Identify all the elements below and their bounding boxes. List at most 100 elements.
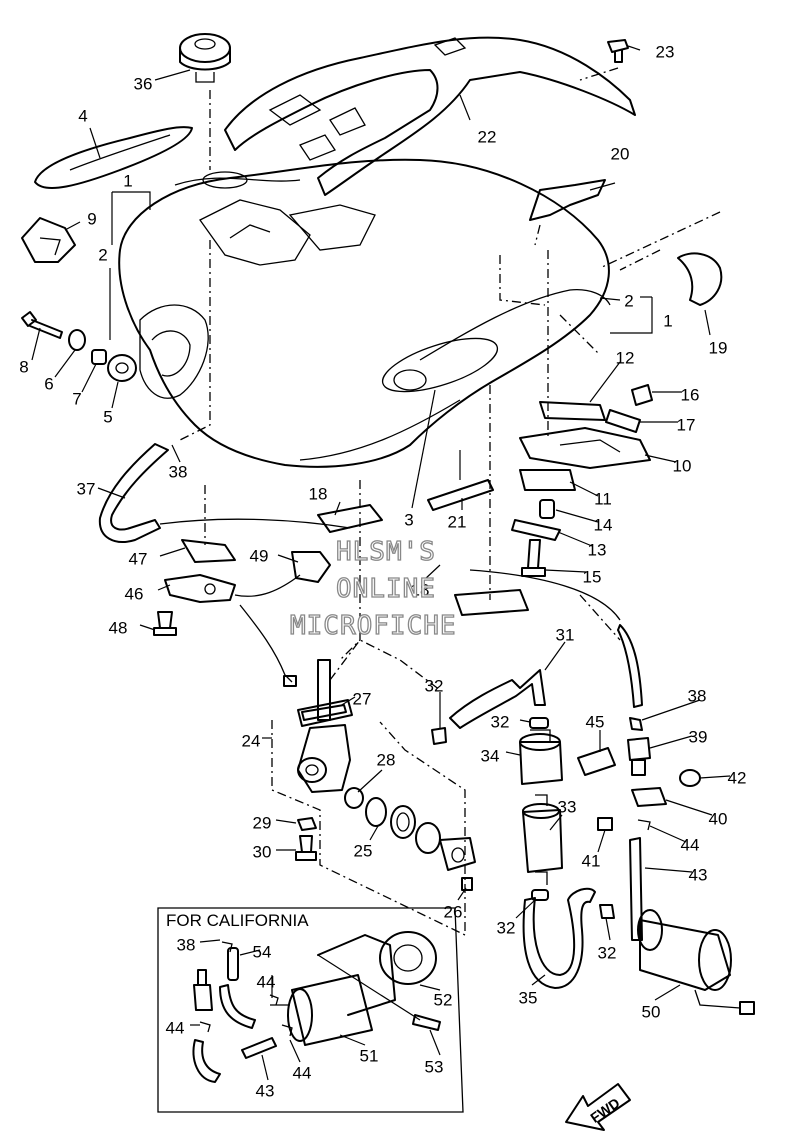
callout-34: 34 [481,746,500,765]
hose-vacuum [469,569,643,708]
bolt-15 [521,539,546,577]
callout-17: 17 [677,415,696,434]
callout-31: 31 [556,625,575,644]
hose-54 [227,947,239,981]
callout-18: 18 [411,580,430,599]
callout-24: 24 [242,731,261,750]
clip-44 [637,819,651,831]
callout-16: 16 [681,385,700,404]
bracket-10 [519,427,651,469]
callout-6: 6 [44,374,53,393]
o-ring-25 [365,797,387,827]
plate-13 [511,519,561,541]
watermark-line-1: HLSM'S [336,537,436,567]
callout-44: 44 [681,835,700,854]
callout-44: 44 [257,972,276,991]
fuel-hose-35 [522,887,596,989]
callout-29: 29 [253,813,272,832]
clamp-32d [599,904,615,919]
cover-plate [439,837,476,871]
tank-emblem-4 [34,126,193,189]
fuel-sensor-49 [234,551,331,687]
bracket-12 [539,401,606,421]
clamp-32a [431,727,447,745]
clamp-32b [529,717,549,729]
callout-42: 42 [728,768,747,787]
callout-30: 30 [253,842,272,861]
fuel-pump-34 [519,729,563,785]
callout-14: 14 [594,515,613,534]
grommet-42 [679,769,701,787]
lever-ring [390,805,416,839]
screw-26 [461,877,473,891]
callout-44: 44 [166,1018,185,1037]
callout-27: 27 [353,689,372,708]
callout-7: 7 [72,389,81,408]
bolt-8 [21,311,63,339]
callout-50: 50 [642,1002,661,1021]
callout-15: 15 [583,567,602,586]
callout-12: 12 [616,348,635,367]
callout-36: 36 [134,74,153,93]
hose-43 [629,837,643,941]
callout-23: 23 [656,42,675,61]
washer-6 [68,329,86,351]
cal-fitting [193,969,213,1011]
callout-10: 10 [673,456,692,475]
fuel-hose-31 [449,669,546,729]
callout-44: 44 [293,1063,312,1082]
callout-25: 25 [354,841,373,860]
breather-hose-37 [98,443,351,543]
callout-32: 32 [598,943,617,962]
bolt-53 [412,1014,441,1031]
callout-40: 40 [709,809,728,828]
callout-4: 4 [78,106,87,125]
callout-26: 26 [444,902,463,921]
spring-washer [415,822,441,854]
callout-5: 5 [103,407,112,426]
fuel-tank-1 [118,158,611,468]
callout-22: 22 [478,127,497,146]
callout-21: 21 [448,512,467,531]
watermark: HLSM'S ONLINE MICROFICHE [289,536,457,641]
washer-29 [297,817,317,831]
callout-38: 38 [169,462,188,481]
cal-hose-left [192,984,256,1083]
gasket-28 [344,787,364,809]
collar-14 [539,499,555,519]
fuel-petcock-24 [297,659,353,793]
callout-38: 38 [688,686,707,705]
side-cover-9 [21,217,76,263]
damper-5 [107,354,137,382]
bracket-47 [181,539,236,563]
pad-18 [317,504,529,616]
callout-47: 47 [129,549,148,568]
plate-17 [605,409,641,433]
callout-49: 49 [250,546,269,565]
callout-46: 46 [125,584,144,603]
callout-53: 53 [425,1057,444,1076]
california-caption: FOR CALIFORNIA [166,911,309,930]
fwd-label: FWD [587,1094,622,1125]
fitting-39 [627,737,651,776]
bolt-48 [153,611,177,636]
bolt-30 [295,835,317,861]
callout-37: 37 [77,479,96,498]
callout-45: 45 [586,712,605,731]
callout-32: 32 [425,676,444,695]
screw-41 [597,817,613,831]
side-cover-19 [677,252,723,306]
callout-2: 2 [98,245,107,264]
watermark-line-3: MICROFICHE [290,611,457,641]
emblem-strip-21 [427,479,494,511]
california-box [157,907,464,1113]
callout-1: 1 [663,311,672,330]
callout-33: 33 [558,797,577,816]
callout-1: 1 [123,171,132,190]
callout-28: 28 [377,750,396,769]
callout-52: 52 [434,990,453,1009]
callout-43: 43 [256,1081,275,1100]
